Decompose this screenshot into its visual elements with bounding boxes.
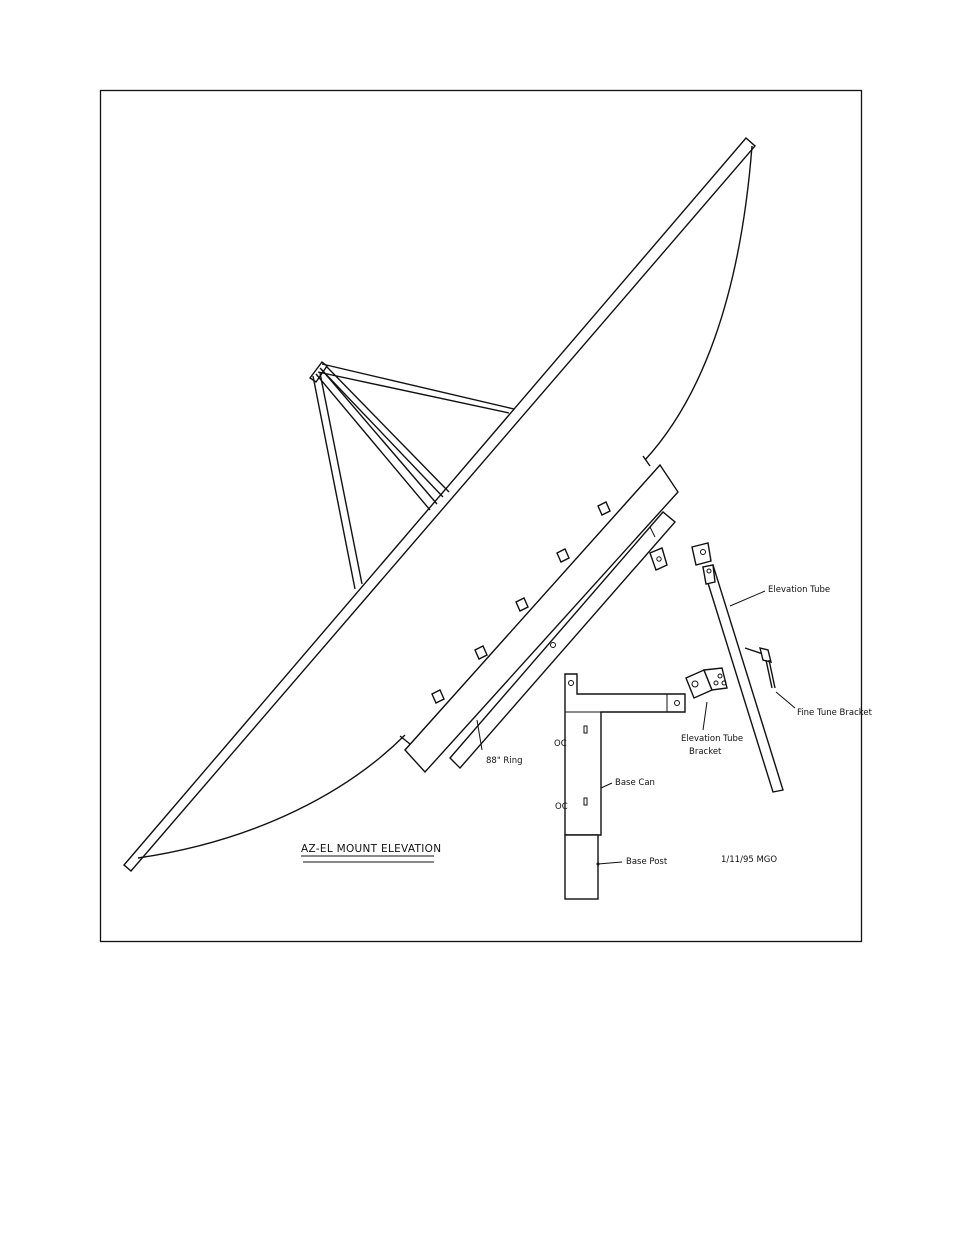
elevation-tube-bracket: [685, 667, 728, 699]
dish-reflector: [123, 137, 756, 872]
label-ring: 88" Ring: [486, 756, 522, 766]
ring-mount-assembly: [399, 455, 679, 774]
feed-struts: [308, 361, 515, 590]
elevation-tube: [691, 542, 784, 793]
leader-lines: [476, 590, 796, 865]
drawing-title: AZ-EL MOUNT ELEVATION: [301, 843, 441, 855]
label-elevation-tube-bracket-2: Bracket: [689, 747, 722, 757]
label-fine-tune-bracket: Fine Tune Bracket: [797, 708, 873, 718]
label-elevation-tube: Elevation Tube: [768, 585, 830, 595]
fine-tune-bracket: [744, 647, 776, 689]
label-base-can: Base Can: [615, 778, 655, 788]
label-base-post: Base Post: [626, 857, 668, 867]
base-can: [564, 673, 686, 836]
date-initials: 1/11/95 MGO: [721, 855, 777, 865]
drawing-border: [99, 89, 863, 943]
base-post: [564, 834, 600, 900]
base-can-mark-upper: OC: [554, 739, 567, 749]
label-elevation-tube-bracket-1: Elevation Tube: [681, 734, 743, 744]
base-can-mark-lower: OC: [555, 802, 568, 812]
